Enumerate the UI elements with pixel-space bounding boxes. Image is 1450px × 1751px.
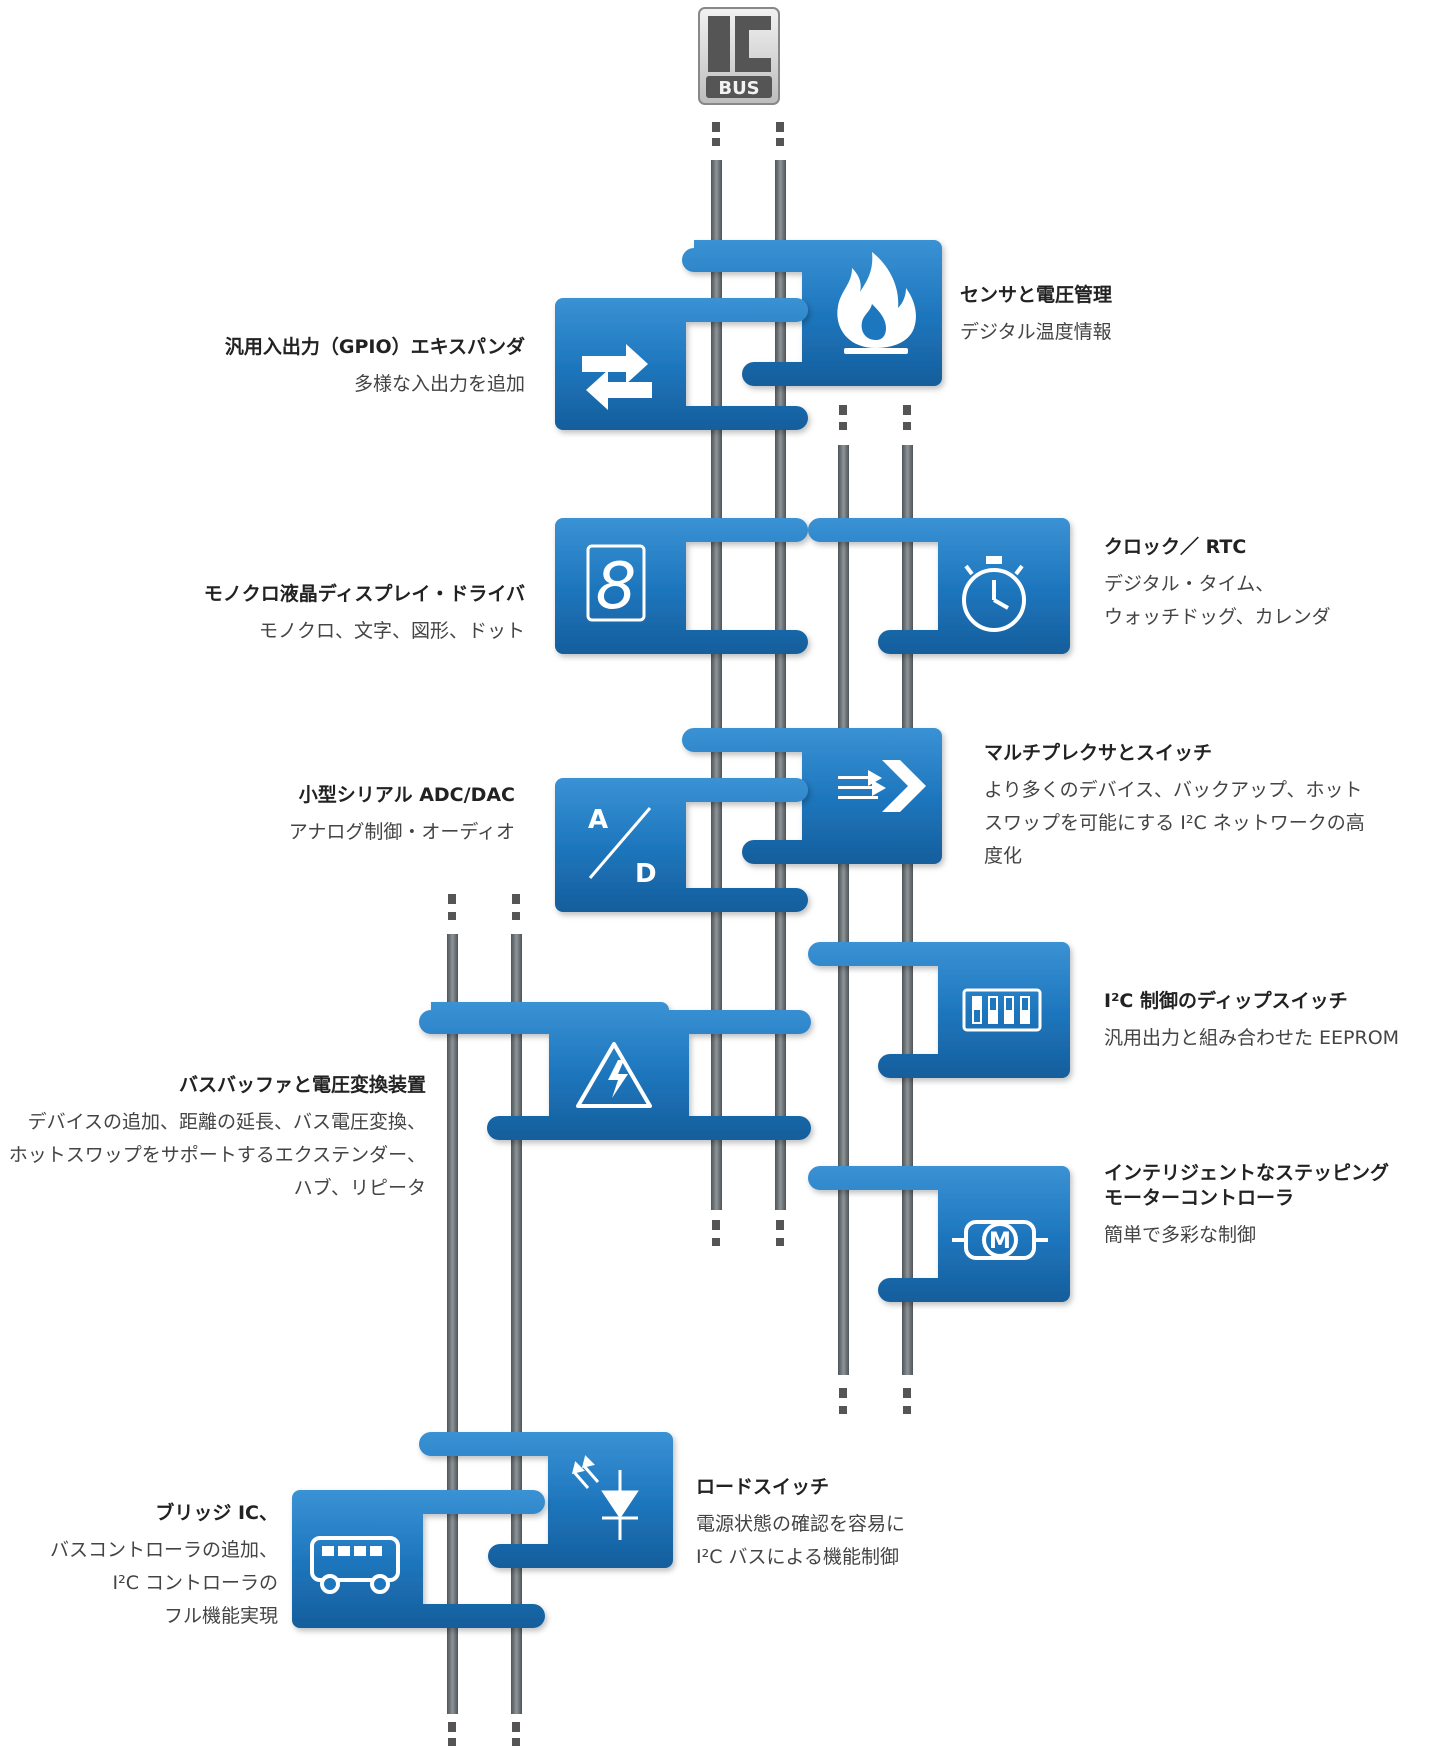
logo-bus-text: BUS: [718, 78, 759, 99]
label-sensor: センサと電圧管理 デジタル温度情報: [960, 286, 1112, 356]
module-adc[interactable]: A D: [555, 778, 808, 912]
ad-converter-icon: A D: [588, 805, 657, 889]
label-adc: 小型シリアル ADC/DAC アナログ制御・オーディオ: [289, 786, 515, 856]
label-line: スワップを可能にする I²C ネットワークの高: [984, 812, 1365, 834]
label-title: I²C 制御のディップスイッチ: [1104, 990, 1348, 1012]
label-line: より多くのデバイス、バックアップ、ホット: [984, 779, 1363, 801]
bus-icon: [310, 1536, 400, 1594]
motor-icon: M: [952, 1220, 1048, 1260]
module-buffer[interactable]: [419, 1002, 811, 1140]
label-line: アナログ制御・オーディオ: [288, 821, 515, 843]
label-line: I²C バスによる機能制御: [696, 1546, 899, 1568]
module-sensor[interactable]: [682, 240, 942, 386]
right-branch-bus: [838, 405, 913, 1414]
label-title: センサと電圧管理: [960, 284, 1113, 306]
label-line: デジタル温度情報: [960, 321, 1112, 343]
label-title: クロック／ RTC: [1104, 536, 1247, 558]
label-rtc: クロック／ RTC デジタル・タイム、 ウォッチドッグ、カレンダ: [1104, 538, 1331, 641]
label-lcd: モノクロ液晶ディスプレイ・ドライバ モノクロ、文字、図形、ドット: [204, 585, 525, 655]
label-line: デジタル・タイム、: [1104, 573, 1275, 595]
label-bridge: ブリッジ IC、 バスコントローラの追加、 I²C コントローラの フル機能実現: [50, 1504, 278, 1640]
label-title: モノクロ液晶ディスプレイ・ドライバ: [203, 583, 525, 605]
main-bus: [711, 122, 786, 1246]
dip-switch-icon: [962, 988, 1042, 1032]
diode-icon: [571, 1455, 639, 1540]
module-rtc[interactable]: [808, 518, 1070, 654]
svg-text:M: M: [989, 1229, 1011, 1254]
label-line: ホットスワップをサポートするエクステンダー、: [8, 1144, 426, 1166]
label-title-2: モーターコントローラ: [1104, 1187, 1295, 1209]
module-lcd[interactable]: 8: [555, 518, 808, 654]
label-title: ブリッジ IC、: [155, 1502, 278, 1524]
label-buffer: バスバッファと電圧変換装置 デバイスの追加、距離の延長、バス電圧変換、 ホットス…: [9, 1076, 426, 1212]
label-title: バスバッファと電圧変換装置: [178, 1074, 426, 1096]
label-mux: マルチプレクサとスイッチ より多くのデバイス、バックアップ、ホット スワップを可…: [984, 744, 1365, 880]
logo-superscript: 2: [738, 28, 748, 44]
svg-text:8: 8: [596, 550, 637, 624]
label-dip: I²C 制御のディップスイッチ 汎用出力と組み合わせた EEPROM: [1104, 992, 1399, 1062]
label-title: ロードスイッチ: [696, 1476, 830, 1498]
seven-segment-icon: 8: [586, 544, 646, 624]
label-line: 多様な入出力を追加: [353, 373, 525, 395]
label-title: マルチプレクサとスイッチ: [984, 742, 1213, 764]
label-title: 汎用入出力（GPIO）エキスパンダ: [224, 336, 525, 358]
label-line: フル機能実現: [163, 1605, 278, 1627]
flame-icon: [837, 252, 916, 354]
label-line: モノクロ、文字、図形、ドット: [258, 620, 525, 642]
module-motor[interactable]: M: [808, 1166, 1070, 1302]
svg-text:D: D: [635, 859, 657, 889]
label-title: インテリジェントなステッピング: [1104, 1162, 1390, 1184]
module-load-switch[interactable]: [419, 1432, 673, 1568]
label-line: ウォッチドッグ、カレンダ: [1104, 606, 1331, 628]
svg-text:A: A: [588, 805, 608, 835]
label-line: 汎用出力と組み合わせた EEPROM: [1104, 1027, 1400, 1049]
high-voltage-icon: [576, 1042, 652, 1108]
label-title: 小型シリアル ADC/DAC: [298, 784, 515, 806]
label-line: ハブ、リピータ: [293, 1177, 426, 1199]
i2c-bus-logo: 2 BUS: [698, 7, 780, 105]
label-load-switch: ロードスイッチ 電源状態の確認を容易に I²C バスによる機能制御: [696, 1478, 905, 1581]
stopwatch-icon: [962, 556, 1026, 632]
label-line: I²C コントローラの: [112, 1572, 278, 1594]
label-motor: インテリジェントなステッピング モーターコントローラ 簡単で多彩な制御: [1104, 1164, 1389, 1259]
module-gpio[interactable]: [555, 298, 808, 430]
label-line: 電源状態の確認を容易に: [696, 1513, 906, 1535]
module-mux[interactable]: [682, 728, 942, 864]
label-line: デバイスの追加、距離の延長、バス電圧変換、: [27, 1111, 426, 1133]
label-line: 簡単で多彩な制御: [1104, 1224, 1257, 1246]
label-gpio: 汎用入出力（GPIO）エキスパンダ 多様な入出力を追加: [225, 338, 525, 408]
label-line: バスコントローラの追加、: [49, 1539, 278, 1561]
multiplexer-icon: [838, 760, 926, 812]
left-branch-bus: [447, 894, 522, 1746]
label-line: 度化: [984, 845, 1023, 867]
arrows-swap-icon: [582, 344, 652, 410]
module-dip[interactable]: [808, 942, 1070, 1078]
module-bridge[interactable]: [292, 1490, 545, 1628]
